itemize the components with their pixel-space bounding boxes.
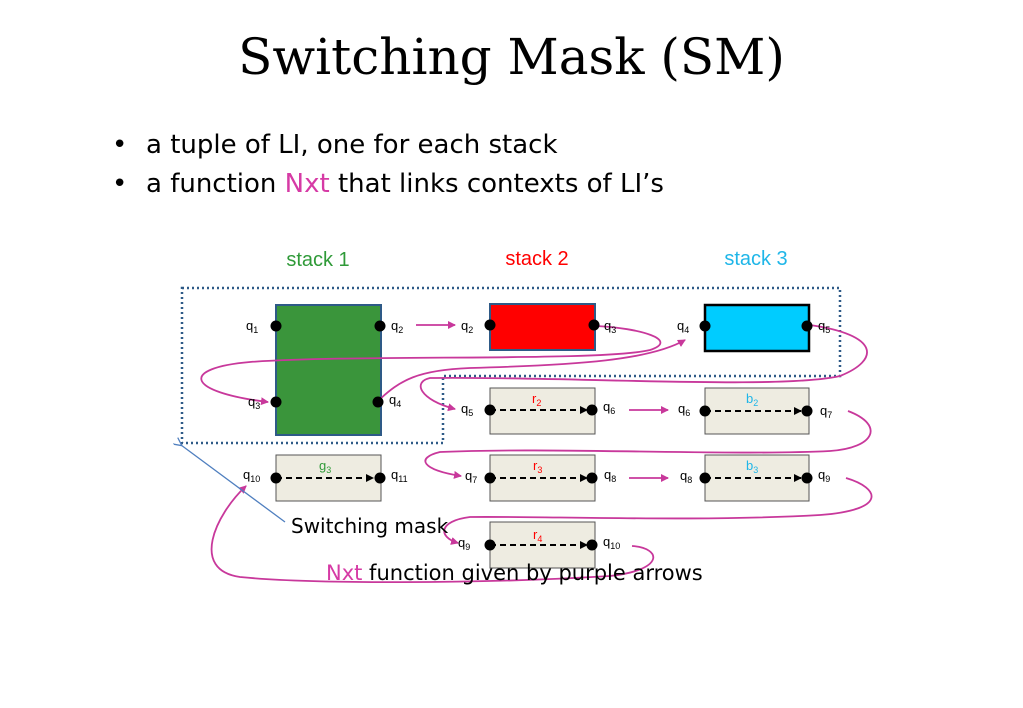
mask-pointer-line: [181, 445, 286, 523]
stack1-block: [275, 304, 382, 436]
state-label-q4: q4: [389, 392, 401, 409]
nxt-arrow-q4-q4: [377, 339, 686, 402]
state-label-q7-stack2: q7: [465, 468, 477, 485]
state-label-q9-stack2: q9: [458, 535, 470, 552]
stack3-label: stack 3: [724, 248, 787, 270]
state-label-q5-stack2: q5: [461, 401, 473, 418]
state-label-q11: q11: [391, 467, 408, 484]
state-label-q2: q2: [391, 318, 403, 335]
state-label-q10: q10: [243, 467, 260, 484]
nxt-function-caption: Nxt function given by purple arrows: [326, 561, 703, 585]
bullet-prefix: a function: [146, 169, 285, 199]
bullet-text: a tuple of LI, one for each stack: [146, 130, 558, 160]
state-label-q4-stack3: q4: [677, 318, 689, 335]
nxt-arrow-q7-q7: [424, 410, 872, 479]
bullet-function: • a function Nxt that links contexts of L…: [112, 169, 664, 199]
state-label-q5-stack3: q5: [818, 318, 830, 335]
stack2-block: [489, 303, 596, 351]
bullet-dot: •: [112, 169, 128, 199]
state-dots: [270, 319, 813, 551]
state-label-q2-stack2: q2: [461, 318, 473, 335]
state-label-q8-stack3: q8: [680, 468, 692, 485]
state-label-q3: q3: [248, 394, 260, 411]
bullet-nxt: Nxt: [284, 169, 330, 199]
state-label-q6-stack3: q6: [678, 401, 690, 418]
bullet-tuple: • a tuple of LI, one for each stack: [112, 130, 558, 160]
state-label-q10-stack2: q10: [603, 534, 620, 551]
bullet-suffix: that links contexts of LI’s: [329, 169, 664, 199]
label-g3: g3: [319, 458, 331, 475]
state-label-q7-stack3: q7: [820, 403, 832, 420]
switching-mask-annotation: Switching mask: [291, 514, 449, 538]
stack3-block: [703, 303, 811, 353]
state-label-q3-stack2: q3: [604, 318, 616, 335]
state-label-q9-stack3: q9: [818, 467, 830, 484]
state-label-q6-stack2: q6: [603, 399, 615, 416]
label-r4: r4: [533, 527, 542, 544]
nxt-arrow-q5-q5: [419, 324, 868, 412]
slide-title: Switching Mask (SM): [238, 28, 785, 86]
label-r2: r2: [532, 391, 541, 408]
label-b3: b3: [746, 458, 758, 475]
bullet-dot: •: [112, 130, 128, 160]
label-b2: b2: [746, 391, 758, 408]
label-r3: r3: [533, 458, 542, 475]
state-label-q8-stack2: q8: [604, 467, 616, 484]
nxt-arrow-q3-q3: [200, 325, 662, 406]
nxt-arrow-q10-q10: [210, 485, 655, 584]
state-label-q1: q1: [246, 318, 258, 335]
stack1-label: stack 1: [286, 249, 349, 271]
nxt-arrow-q9-q9: [443, 477, 873, 545]
stack2-label: stack 2: [505, 248, 568, 270]
